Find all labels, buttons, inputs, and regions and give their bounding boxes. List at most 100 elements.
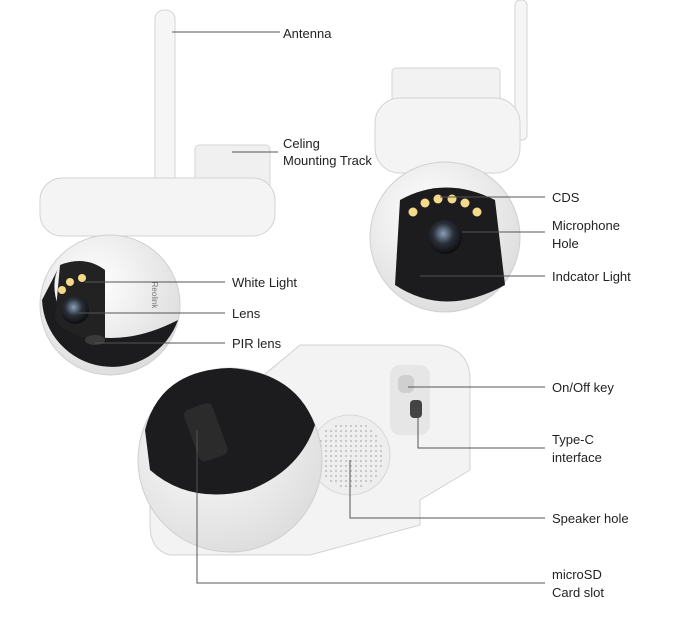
- speaker-hole-dot: [335, 475, 337, 477]
- speaker-hole-dot: [365, 470, 367, 472]
- speaker-hole-dot: [360, 425, 362, 427]
- speaker-hole-dot: [350, 430, 352, 432]
- speaker-hole-dot: [375, 465, 377, 467]
- speaker-hole-dot: [350, 450, 352, 452]
- speaker-hole-dot: [370, 450, 372, 452]
- speaker-hole-dot: [340, 465, 342, 467]
- speaker-hole-dot: [340, 430, 342, 432]
- speaker-hole-dot: [335, 480, 337, 482]
- speaker-hole-dot: [330, 475, 332, 477]
- speaker-hole-dot: [365, 455, 367, 457]
- speaker-hole-dot: [325, 445, 327, 447]
- leader-lines: [78, 31, 545, 584]
- speaker-hole-dot: [325, 450, 327, 452]
- speaker-hole-dot: [360, 445, 362, 447]
- speaker-hole-dot: [340, 440, 342, 442]
- label-indicator: Indcator Light: [552, 269, 631, 284]
- speaker-hole-dot: [335, 430, 337, 432]
- speaker-hole-dot: [340, 470, 342, 472]
- speaker-hole-dot: [360, 470, 362, 472]
- speaker-hole-dot: [335, 460, 337, 462]
- speaker-hole-dot: [355, 425, 357, 427]
- speaker-hole-dot: [375, 455, 377, 457]
- speaker-hole-dot: [345, 480, 347, 482]
- speaker-hole-dot: [335, 450, 337, 452]
- label-microphone-2: Hole: [552, 236, 579, 251]
- speaker-hole-dot: [360, 450, 362, 452]
- speaker-hole-dot: [370, 460, 372, 462]
- speaker-hole-dot: [360, 460, 362, 462]
- speaker-hole-dot: [370, 455, 372, 457]
- speaker-hole-dot: [375, 470, 377, 472]
- speaker-hole-dot: [370, 430, 372, 432]
- label-antenna: Antenna: [283, 26, 332, 41]
- speaker-hole-dot: [330, 480, 332, 482]
- speaker-hole-dot: [325, 430, 327, 432]
- speaker-hole-dot: [350, 435, 352, 437]
- speaker-hole-dot: [360, 430, 362, 432]
- speaker-hole-dot: [360, 485, 362, 487]
- speaker-hole-dot: [375, 435, 377, 437]
- speaker-hole-dot: [335, 455, 337, 457]
- speaker-hole-dot: [355, 445, 357, 447]
- speaker-hole-dot: [360, 480, 362, 482]
- speaker-hole-dot: [340, 435, 342, 437]
- speaker-hole-dot: [345, 470, 347, 472]
- speaker-hole-dot: [330, 445, 332, 447]
- speaker-hole-dot: [330, 435, 332, 437]
- speaker-hole-dot: [345, 450, 347, 452]
- speaker-hole-dot: [370, 470, 372, 472]
- speaker-hole-dot: [355, 430, 357, 432]
- speaker-hole-dot: [365, 480, 367, 482]
- label-cds: CDS: [552, 190, 580, 205]
- speaker-hole-dot: [345, 475, 347, 477]
- speaker-hole-dot: [355, 440, 357, 442]
- speaker-hole-dot: [345, 460, 347, 462]
- speaker-hole-dot: [325, 435, 327, 437]
- speaker-hole-dot: [350, 440, 352, 442]
- label-white-light: White Light: [232, 275, 298, 290]
- speaker-hole-dot: [360, 440, 362, 442]
- label-microsd-1: microSD: [552, 567, 602, 582]
- speaker-hole-dot: [330, 440, 332, 442]
- speaker-hole-dot: [380, 460, 382, 462]
- label-ceiling-track-2: Mounting Track: [283, 153, 372, 168]
- speaker-hole-dot: [355, 470, 357, 472]
- onoff-key: [398, 375, 414, 393]
- speaker-hole-dot: [330, 455, 332, 457]
- label-typec-2: interface: [552, 450, 602, 465]
- speaker-hole-dot: [340, 460, 342, 462]
- speaker-hole-dot: [375, 440, 377, 442]
- speaker-hole-dot: [370, 445, 372, 447]
- speaker-hole-dot: [345, 430, 347, 432]
- camera-side-view: Reolink: [39, 9, 276, 376]
- speaker-hole-dot: [325, 440, 327, 442]
- speaker-hole-dot: [340, 485, 342, 487]
- speaker-hole-dot: [380, 465, 382, 467]
- speaker-hole-dot: [375, 445, 377, 447]
- speaker-hole-dot: [330, 465, 332, 467]
- speaker-hole-dot: [365, 425, 367, 427]
- speaker-hole-dot: [355, 450, 357, 452]
- speaker-hole-dot: [360, 455, 362, 457]
- speaker-hole-dot: [375, 460, 377, 462]
- speaker-hole-dot: [325, 465, 327, 467]
- typec-port: [410, 400, 422, 418]
- speaker-hole-dot: [330, 450, 332, 452]
- speaker-hole-dot: [345, 435, 347, 437]
- speaker-hole-dot: [355, 485, 357, 487]
- speaker-hole-dot: [375, 475, 377, 477]
- speaker-hole-dot: [370, 465, 372, 467]
- speaker-hole-dot: [370, 475, 372, 477]
- speaker-hole-dot: [350, 445, 352, 447]
- speaker-hole-dot: [355, 460, 357, 462]
- camera-rear-view: [137, 344, 471, 556]
- label-ceiling-track-1: Celing: [283, 136, 320, 151]
- speaker-hole-dot: [360, 465, 362, 467]
- speaker-hole-dot: [380, 450, 382, 452]
- microsd-slot: [184, 403, 228, 462]
- speaker-hole-dot: [340, 450, 342, 452]
- speaker-hole-dot: [345, 485, 347, 487]
- camera-front-view: [369, 0, 528, 313]
